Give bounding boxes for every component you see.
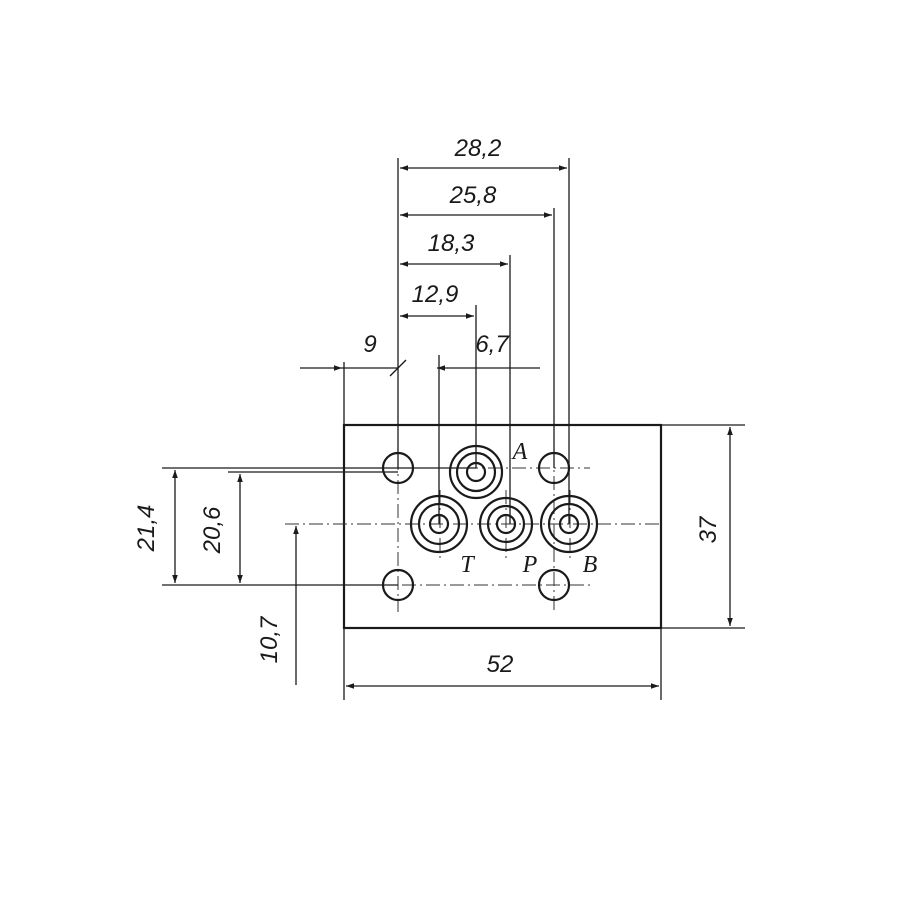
port-b-hole <box>539 494 599 554</box>
mounting-hole <box>537 568 571 602</box>
mounting-holes <box>381 451 571 602</box>
plate-outline <box>342 423 663 630</box>
dim-label-9: 9 <box>363 331 376 358</box>
port-a-hole <box>448 444 504 500</box>
dim-label-10-7: 10,7 <box>256 615 283 663</box>
dim-label-21-4: 21,4 <box>133 505 160 553</box>
dim-label-37: 37 <box>695 515 722 543</box>
mounting-hole <box>537 451 571 485</box>
port-label-p: P <box>522 552 538 578</box>
port-p-hole <box>478 496 534 552</box>
port-label-a: A <box>511 439 528 465</box>
extension-lines-side <box>162 424 745 700</box>
dim-label-18-3: 18,3 <box>428 230 475 257</box>
dim-label-52: 52 <box>487 651 514 678</box>
dim-label-6-7: 6,7 <box>475 331 510 358</box>
port-t-hole <box>409 494 469 554</box>
mounting-hole <box>381 451 415 485</box>
mounting-hole <box>381 568 415 602</box>
dim-label-20-6: 20,6 <box>199 506 226 554</box>
port-label-t: T <box>460 552 475 578</box>
dimension-lines <box>172 165 733 689</box>
dim-label-28-2: 28,2 <box>454 135 502 162</box>
port-label-b: B <box>583 552 598 578</box>
dim-label-12-9: 12,9 <box>412 281 459 308</box>
dim-label-25-8: 25,8 <box>449 182 497 209</box>
